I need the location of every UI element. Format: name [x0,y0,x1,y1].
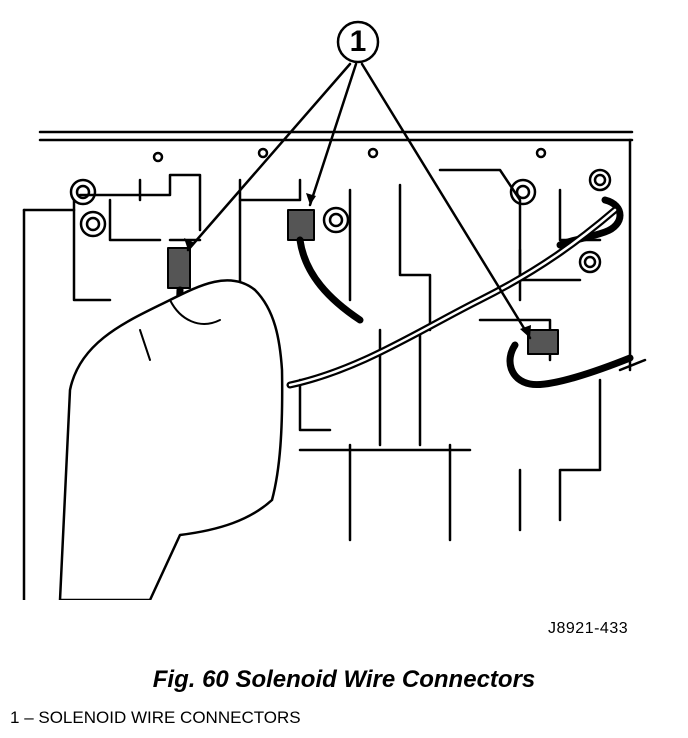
connector-3 [527,329,559,355]
leader-arrows [186,62,532,340]
valve-body [22,130,647,600]
callout-circle [336,20,380,64]
legend-label: SOLENOID WIRE CONNECTORS [38,708,301,727]
bolt-heads [69,147,612,274]
legend-separator: – [19,708,39,727]
callout-number: 1 [349,25,367,58]
hand-icon [58,279,284,600]
solenoid-connectors [167,209,559,355]
solenoid-connector-illustration [22,20,647,600]
connector-1 [167,247,191,289]
figure-caption: Fig. 60 Solenoid Wire Connectors [152,666,536,693]
legend-number: 1 [10,708,20,727]
connector-2 [287,209,315,241]
figure-reference-code: J8921-433 [548,620,629,637]
legend-item: 1 – SOLENOID WIRE CONNECTORS [10,708,301,728]
